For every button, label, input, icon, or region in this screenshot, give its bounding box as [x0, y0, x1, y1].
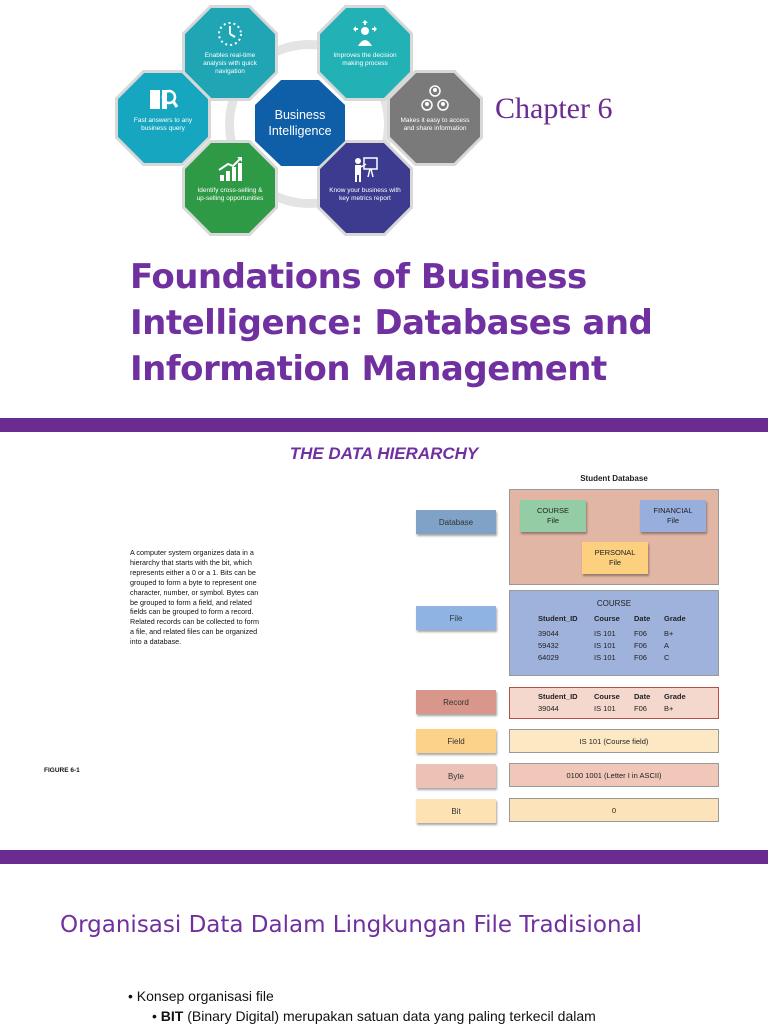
book-search-icon	[150, 89, 179, 109]
hierarchy-description: A computer system organizes data in a hi…	[130, 548, 260, 647]
octagon-caption: Know your business with key metrics repo…	[329, 187, 401, 202]
financial-file-label: FINANCIAL	[653, 506, 693, 515]
octagon-caption: Enables real-time analysis with quick na…	[203, 52, 257, 75]
hub-label-line1: Business	[274, 108, 326, 122]
financial-file-box: FINANCIAL File	[640, 500, 706, 532]
table-cell: 39044	[538, 629, 559, 638]
table-cell: IS 101	[594, 641, 616, 650]
bullet-item: • Konsep organisasi file	[128, 988, 274, 1004]
level-label-file: File	[416, 606, 496, 630]
octagon-caption: Improves the decision making process	[333, 52, 397, 67]
column-header: Grade	[664, 692, 686, 701]
course-file-box: COURSE File	[520, 500, 586, 532]
clock-icon	[218, 22, 242, 46]
table-cell: 64029	[538, 653, 559, 662]
hub-label-line2: Intelligence	[268, 124, 332, 138]
file-title: COURSE	[596, 599, 632, 608]
data-hierarchy-slide: THE DATA HIERARCHY A computer system org…	[0, 432, 768, 850]
record-cell: 39044	[538, 704, 559, 713]
record-cell: B+	[664, 704, 674, 713]
octagon-growth: Identify cross-selling & up-selling oppo…	[185, 143, 275, 233]
sub-bullet-item: • BIT (Binary Digital) merupakan satuan …	[152, 1008, 596, 1024]
octagon-caption: Identify cross-selling & up-selling oppo…	[196, 187, 264, 202]
octagon-share: Makes it easy to access and share inform…	[390, 73, 480, 163]
personal-file-sublabel: File	[608, 558, 622, 567]
database-box: COURSE File FINANCIAL File PERSONAL File	[509, 489, 719, 585]
course-file-sublabel: File	[546, 516, 560, 525]
record-cell: F06	[634, 704, 647, 713]
column-header: Grade	[664, 614, 686, 623]
table-row: 64029 IS 101 F06 C	[510, 652, 718, 664]
table-row: 59432 IS 101 F06 A	[510, 640, 718, 652]
column-header: Student_ID	[538, 614, 578, 623]
file-box: COURSE Student_ID Course Date Grade 3904…	[509, 590, 719, 676]
slide-divider	[0, 418, 768, 432]
course-file-label: COURSE	[536, 506, 570, 515]
octagon-realtime: Enables real-time analysis with quick na…	[185, 8, 275, 98]
octagon-query: Fast answers to any business query	[118, 73, 208, 163]
decision-person-icon	[353, 20, 377, 46]
column-header: Date	[634, 692, 651, 701]
record-row: 39044 IS 101 F06 B+	[510, 703, 718, 715]
field-box: IS 101 (Course field)	[509, 729, 719, 753]
column-header: Date	[634, 614, 651, 623]
file-organization-slide: Organisasi Data Dalam Lingkungan File Tr…	[0, 864, 768, 1024]
slide-title: Organisasi Data Dalam Lingkungan File Tr…	[60, 912, 643, 938]
bit-box: 0	[509, 798, 719, 822]
presenter-icon	[355, 157, 378, 182]
network-people-icon	[421, 85, 449, 111]
record-box: Student_ID Course Date Grade 39044 IS 10…	[509, 687, 719, 719]
level-label-database: Database	[416, 510, 496, 534]
column-header: Course	[594, 614, 620, 623]
table-cell: IS 101	[594, 653, 616, 662]
table-cell: 59432	[538, 641, 559, 650]
record-cell: IS 101	[594, 704, 616, 713]
figure-label: FIGURE 6-1	[44, 767, 80, 774]
level-label-byte: Byte	[416, 764, 496, 788]
byte-box: 0100 1001 (Letter I in ASCII)	[509, 763, 719, 787]
slide-title: THE DATA HIERARCHY	[289, 444, 479, 463]
table-row: 39044 IS 101 F06 B+	[510, 628, 718, 640]
table-cell: B+	[664, 629, 674, 638]
bit-definition: (Binary Digital) merupakan satuan data y…	[183, 1008, 596, 1024]
table-header: Student_ID Course Date Grade	[510, 613, 718, 625]
business-intelligence-hub: Business Intelligence	[255, 80, 345, 166]
diagram-caption: Student Database	[580, 474, 648, 483]
growth-chart-icon	[218, 157, 242, 181]
table-cell: F06	[634, 653, 647, 662]
table-cell: IS 101	[594, 629, 616, 638]
column-header: Course	[594, 692, 620, 701]
column-header: Student_ID	[538, 692, 578, 701]
page-title: Foundations of Business Intelligence: Da…	[130, 257, 653, 389]
financial-file-sublabel: File	[666, 516, 680, 525]
record-header: Student_ID Course Date Grade	[510, 691, 718, 703]
bit-term: BIT	[160, 1008, 184, 1024]
octagon-caption: Makes it easy to access and share inform…	[400, 117, 470, 132]
level-label-record: Record	[416, 690, 496, 714]
table-cell: C	[664, 653, 670, 662]
personal-file-box: PERSONAL File	[582, 542, 648, 574]
chapter-label: Chapter 6	[495, 92, 613, 125]
level-label-bit: Bit	[416, 799, 496, 823]
octagon-metrics: Know your business with key metrics repo…	[320, 143, 410, 233]
table-cell: A	[664, 641, 670, 650]
octagon-caption: Fast answers to any business query	[133, 117, 193, 132]
level-label-field: Field	[416, 729, 496, 753]
slide-divider	[0, 850, 768, 864]
table-cell: F06	[634, 641, 647, 650]
title-slide: Enables real-time analysis with quick na…	[0, 0, 768, 418]
octagon-decision: Improves the decision making process	[320, 8, 410, 98]
personal-file-label: PERSONAL	[594, 548, 636, 557]
table-cell: F06	[634, 629, 647, 638]
